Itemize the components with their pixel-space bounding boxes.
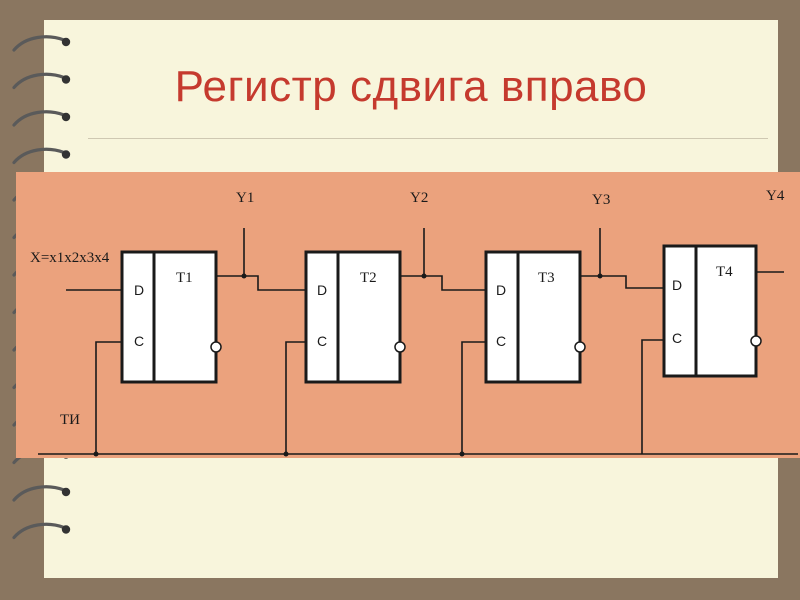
title-divider [88,138,768,139]
clock-label: ТИ [60,412,80,428]
pin-c-t4: C [672,330,682,346]
pin-d-t4: D [672,277,682,293]
spiral-ring [12,35,71,52]
spiral-ring [12,485,71,502]
spiral-ring [12,147,71,165]
output-label-y2: Y2 [410,190,428,206]
trigger-t1: D C T1 [120,250,222,384]
inverted-output-t2 [394,341,406,353]
pin-c-t1: C [134,333,144,349]
pin-d-t3: D [496,282,506,298]
trigger-label-t1: T1 [176,270,193,286]
output-label-y1: Y1 [236,190,254,206]
spiral-ring [12,110,71,127]
junction-dots [93,273,603,457]
inverted-output-t3 [574,341,586,353]
input-label: X=x1x2x3x4 [30,250,110,266]
trigger-label-t4: T4 [716,264,733,280]
trigger-t2: D C T2 [304,250,406,384]
spiral-ring [12,72,71,90]
trigger-t3: D C T3 [484,250,586,384]
wires [38,228,798,455]
output-label-y3: Y3 [592,192,610,208]
slide-title: Регистр сдвига вправо [174,62,648,111]
pin-d-t1: D [134,282,144,298]
inverted-output-t4 [750,335,762,347]
output-label-y4: Y4 [766,188,785,204]
inverted-output-t1 [210,341,222,353]
trigger-t4: D C T4 [662,244,762,378]
pin-d-t2: D [317,282,327,298]
trigger-label-t2: T2 [360,270,377,286]
pin-c-t2: C [317,333,327,349]
pin-c-t3: C [496,333,506,349]
spiral-ring [12,522,71,540]
trigger-label-t3: T3 [538,270,555,286]
